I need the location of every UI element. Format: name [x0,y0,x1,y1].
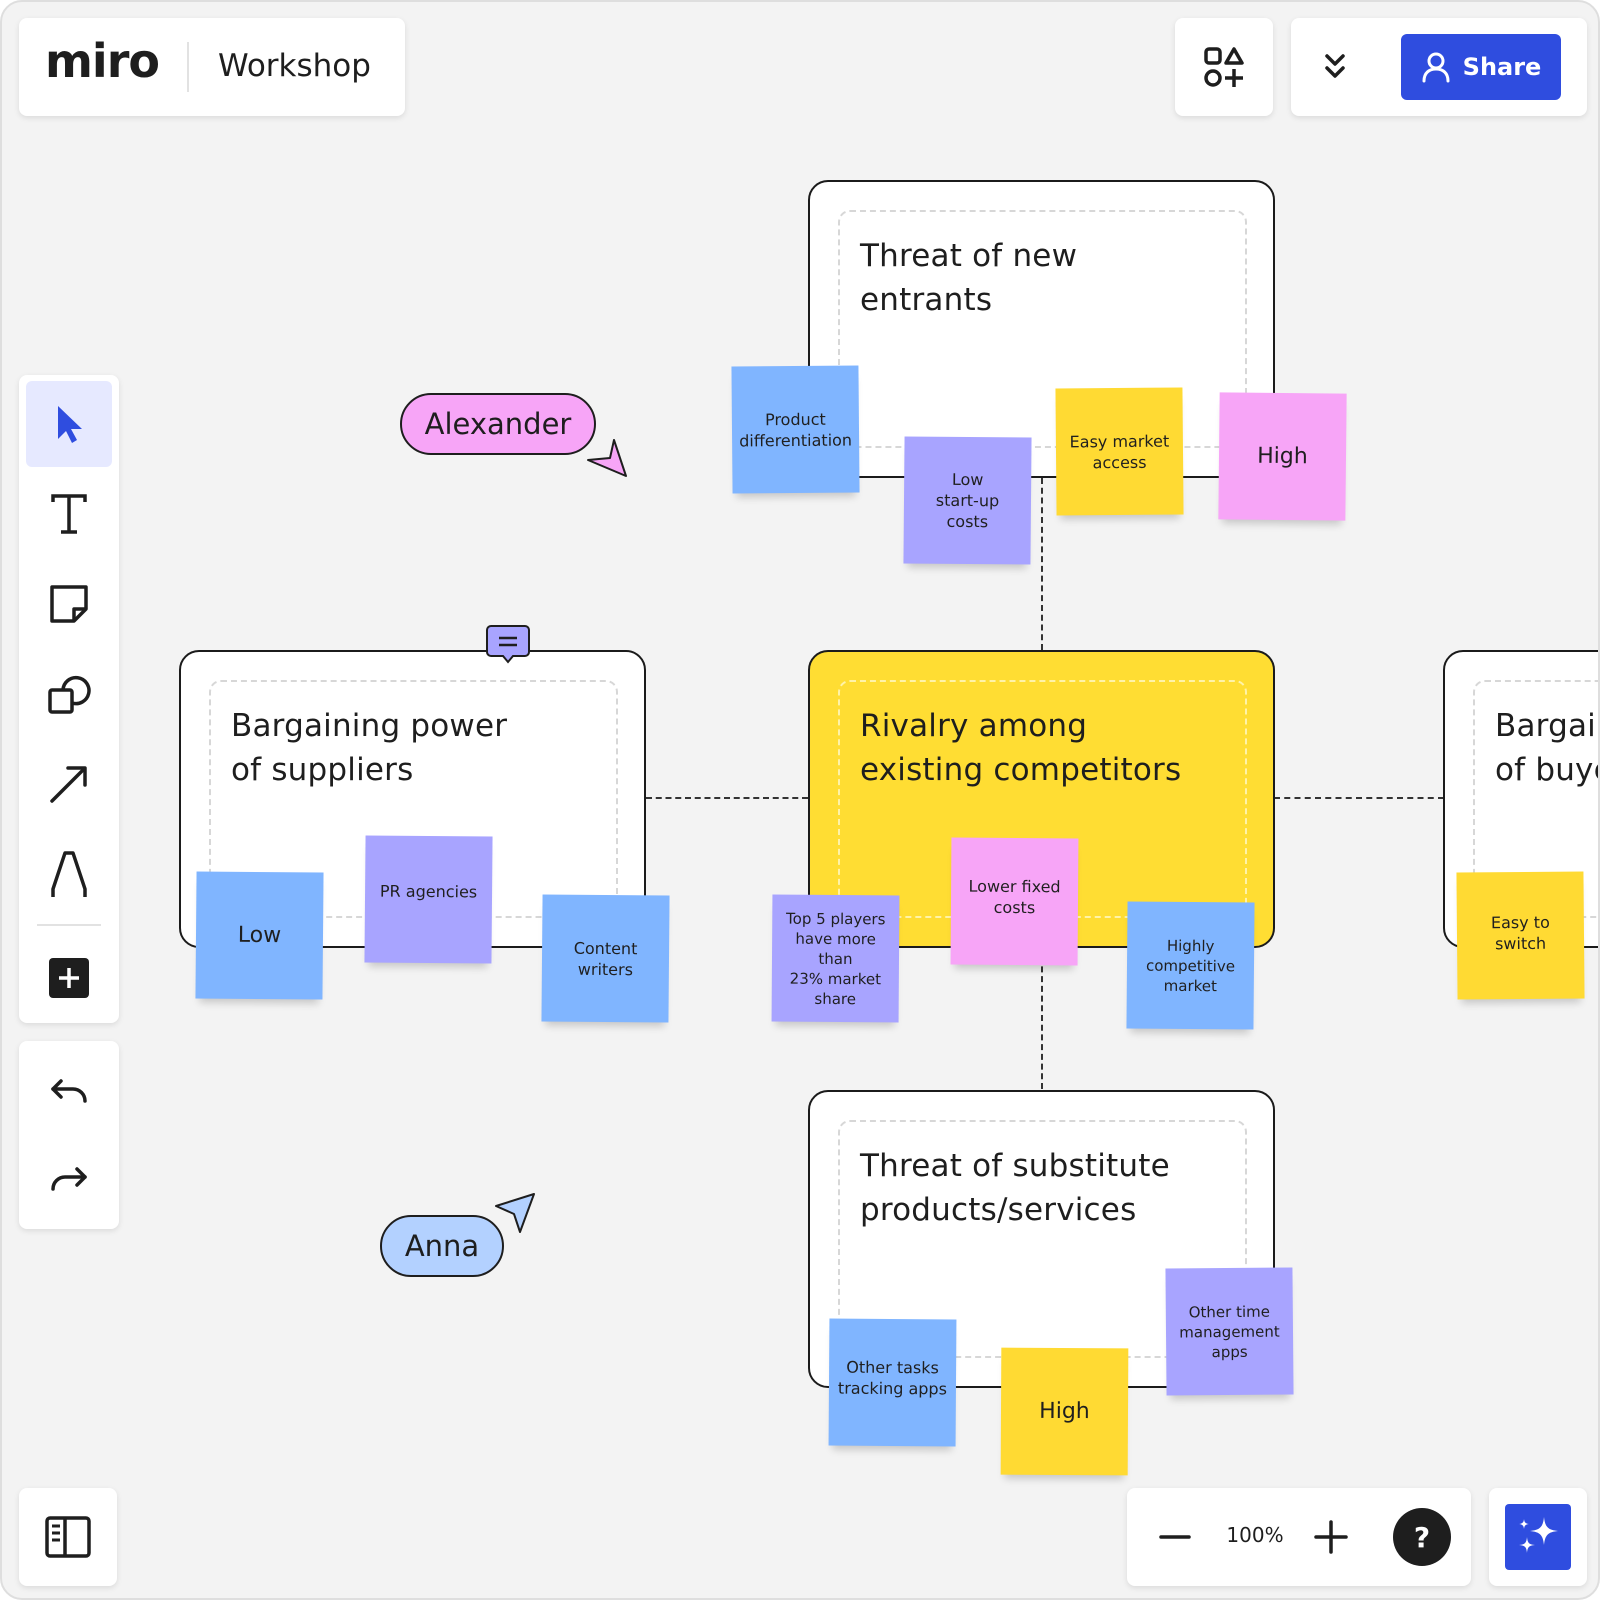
frame-title[interactable]: Threat of new entrants [860,238,1078,318]
shapes-grid-icon [1204,47,1244,87]
connector-top [1041,478,1043,650]
collapse-button[interactable] [1311,43,1359,91]
sticky-note-tool[interactable] [26,561,112,647]
connector-bottom [1041,947,1043,1089]
question-mark-icon: ? [1413,1520,1431,1554]
connection-line-tool[interactable] [26,741,112,827]
collaborator-cursor-anna [492,1190,538,1236]
pen-tool[interactable] [26,831,112,917]
more-tools-button[interactable] [26,935,112,1021]
sidebar-toggle-button[interactable] [19,1488,117,1586]
collaborator-label-anna: Anna [380,1215,504,1277]
collaborator-label-alexander: Alexander [400,393,596,455]
sticky-product-differentiation[interactable]: Product differentiation [731,365,860,494]
frame-inner-border [838,210,1247,448]
sticky-note-icon [50,585,88,623]
plus-icon [1314,1520,1348,1554]
shapes-tool[interactable] [26,651,112,737]
cursor-arrow-icon [58,406,82,443]
sticky-pr-agencies[interactable]: PR agencies [364,835,493,964]
collaborator-cursor-alexander [586,436,632,482]
sticky-high-entrants[interactable]: High [1218,392,1347,521]
redo-icon [51,1167,87,1191]
help-button[interactable]: ? [1393,1508,1451,1566]
ai-assistant-button[interactable] [1489,1488,1587,1586]
undo-button[interactable] [26,1049,112,1135]
plus-square-icon [49,958,89,998]
undo-redo-panel [19,1041,119,1229]
sticky-lower-fixed-costs[interactable]: Lower fixed costs [950,837,1079,966]
sticky-highly-competitive-market[interactable]: Highly competitive market [1126,901,1255,1030]
sidebar-panel-icon [45,1516,91,1558]
apps-button[interactable] [1175,18,1273,116]
header-divider [187,42,189,92]
share-button[interactable]: Share [1401,34,1561,100]
connector-left [646,797,808,799]
frame-threat-of-new-entrants[interactable]: Threat of new entrants [808,180,1275,478]
sticky-other-time-apps[interactable]: Other time management apps [1165,1267,1294,1396]
redo-button[interactable] [26,1137,112,1223]
select-tool[interactable] [26,381,112,467]
user-icon [1422,52,1450,83]
undo-icon [51,1079,87,1103]
connector-right [1274,797,1444,799]
comment-icon[interactable] [485,624,531,666]
text-tool[interactable] [26,471,112,557]
sticky-content-writers[interactable]: Content writers [541,894,670,1023]
zoom-in-button[interactable] [1307,1513,1355,1561]
zoom-level[interactable]: 100% [1226,1523,1284,1547]
zoom-out-button[interactable] [1151,1513,1199,1561]
frame-title[interactable]: Threat of substitute products/services [860,1148,1170,1228]
collab-toolbar: Share [1291,18,1587,116]
arrow-line-icon [50,766,87,803]
text-icon [51,494,87,534]
frame-title[interactable]: Bargaining power of suppliers [231,708,508,788]
frame-title[interactable]: Bargaining power of buyers [1495,708,1598,788]
sparkles-icon [1505,1504,1571,1570]
share-label: Share [1462,53,1542,81]
miro-logo[interactable]: miro [45,34,160,88]
board-name[interactable]: Workshop [218,48,371,84]
sticky-low-startup-costs[interactable]: Low start-up costs [903,436,1032,565]
toolbar-divider [37,924,101,926]
shapes-icon [48,675,91,714]
sticky-other-tasks-apps[interactable]: Other tasks tracking apps [828,1318,957,1447]
board-header: miro Workshop [19,18,405,116]
sticky-high-substitutes[interactable]: High [1000,1347,1129,1476]
zoom-panel: 100% ? [1127,1488,1471,1586]
chevron-double-down-icon [1325,54,1345,78]
left-toolbar [19,375,119,1023]
sticky-easy-market-access[interactable]: Easy market access [1055,387,1184,516]
frame-title[interactable]: Rivalry among existing competitors [860,708,1182,788]
sticky-low-suppliers[interactable]: Low [195,871,324,1000]
minus-icon [1159,1535,1191,1539]
pen-icon [51,851,87,897]
sticky-top5-players[interactable]: Top 5 players have more than 23% market … [771,894,900,1023]
sticky-easy-to-switch[interactable]: Easy to switch [1456,871,1585,1000]
